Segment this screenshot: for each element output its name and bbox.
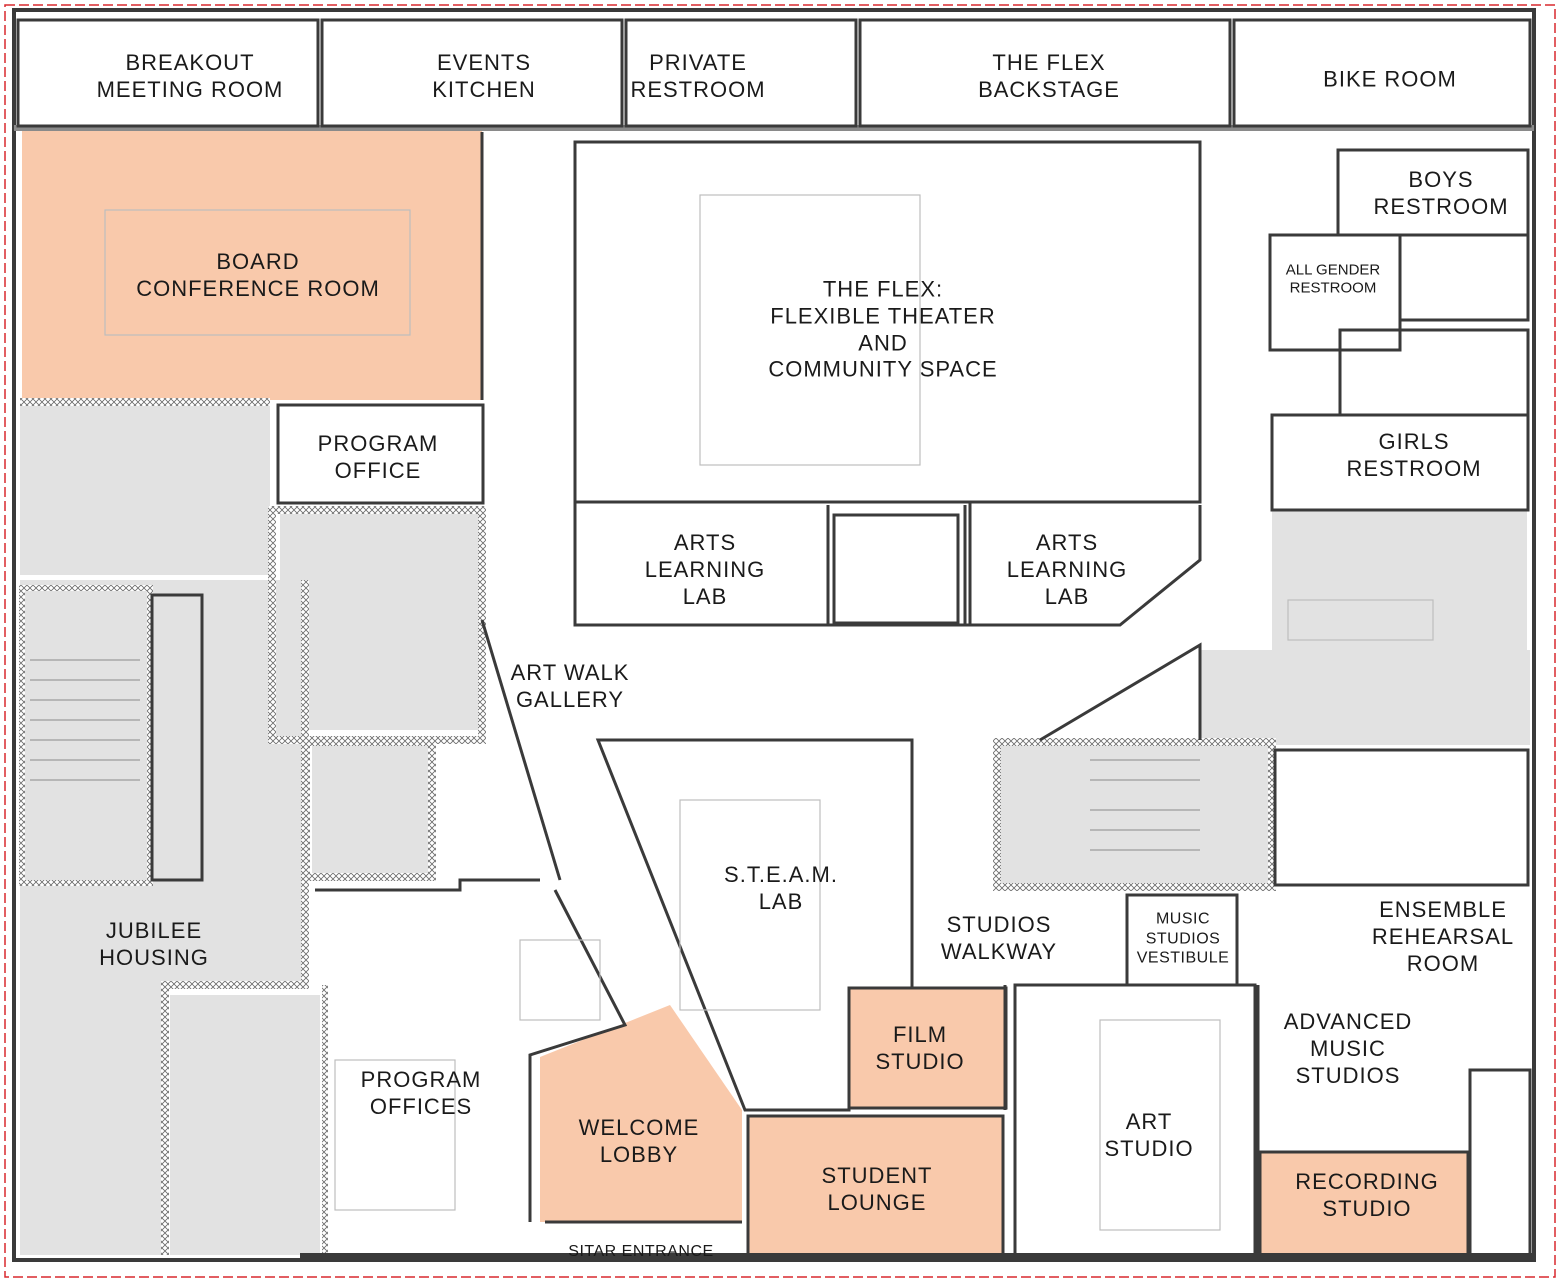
room-sitar-entrance: SITAR ENTRANCE [568, 1243, 714, 1261]
film-studio-fill [849, 988, 1006, 1108]
student-lounge-fill [748, 1116, 1003, 1256]
welcome-lobby-fill [540, 1005, 742, 1222]
room-steam-lab: S.T.E.A.M.LAB [724, 862, 838, 914]
site-boundary [4, 4, 1556, 1278]
walls [12, 8, 1536, 1262]
furniture [104, 194, 1434, 1231]
recording-studio-fill [1260, 1152, 1468, 1256]
support-zones [20, 405, 1530, 1255]
highlighted-rooms [22, 130, 1468, 1256]
room-bike-room: BIKE ROOM [1323, 66, 1457, 92]
board-conference-fill [22, 130, 482, 400]
stair-treads [30, 659, 1200, 851]
